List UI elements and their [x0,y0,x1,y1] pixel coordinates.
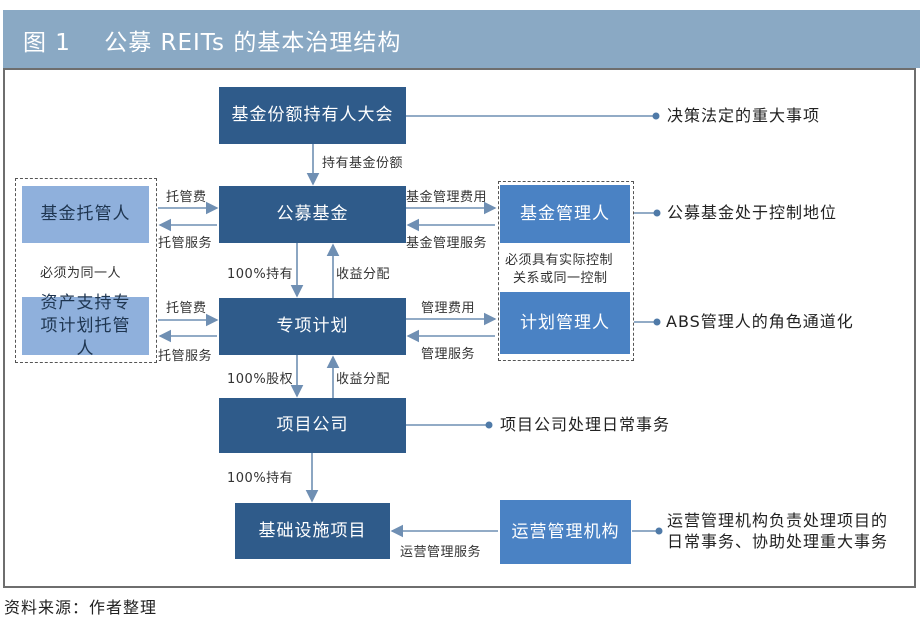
node-abs-custodian[interactable]: 资产支持专项计划托管人 [22,293,149,359]
node-public-fund[interactable]: 公募基金 [219,186,406,243]
label-custody-service-1: 托管服务 [158,236,213,251]
figure-title-bar: 图 1 公募 REITs 的基本治理结构 [3,10,920,68]
label-income-dist-a: 收益分配 [336,267,391,282]
note-same-person: 必须为同一人 [40,266,122,281]
node-special-plan[interactable]: 专项计划 [219,298,406,355]
node-operator[interactable]: 运营管理机构 [500,500,631,564]
manager-group [498,181,634,361]
label-income-dist-b: 收益分配 [336,372,391,387]
annotation-operator-line1: 运营管理机构负责处理项目的 [667,511,889,530]
node-fund-manager[interactable]: 基金管理人 [500,185,630,243]
label-custody-fee-1: 托管费 [166,190,207,205]
annotation-holders: 决策法定的重大事项 [667,106,821,125]
annotation-operator-line2: 日常事务、协助处理重大事务 [667,532,889,551]
note-control-line1: 必须具有实际控制 [505,253,614,268]
node-infrastructure[interactable]: 基础设施项目 [235,503,390,559]
node-project-company[interactable]: 项目公司 [219,398,406,453]
source-note: 资料来源：作者整理 [4,598,158,617]
label-ops-service: 运营管理服务 [400,545,482,560]
annotation-project-company: 项目公司处理日常事务 [500,415,671,434]
node-plan-manager[interactable]: 计划管理人 [500,292,630,354]
node-holders-meeting[interactable]: 基金份额持有人大会 [219,87,406,144]
custodian-group [15,178,157,363]
diagram-frame [3,68,916,588]
label-equity-100: 100%股权 [227,372,294,387]
label-mgmt-fee: 管理费用 [421,301,476,316]
note-control-line2: 关系或同一控制 [513,271,608,286]
annotation-fund-manager: 公募基金处于控制地位 [667,203,838,222]
node-fund-custodian[interactable]: 基金托管人 [22,186,149,243]
label-fund-mgmt-fee: 基金管理费用 [406,190,488,205]
label-custody-fee-2: 托管费 [166,301,207,316]
label-fund-mgmt-service: 基金管理服务 [406,236,488,251]
label-mgmt-service: 管理服务 [421,347,476,362]
label-custody-service-2: 托管服务 [158,349,213,364]
label-hold-100-b: 100%持有 [227,471,294,486]
label-hold-100-a: 100%持有 [227,267,294,282]
annotation-plan-manager: ABS管理人的角色通道化 [666,312,854,331]
figure-title: 图 1 公募 REITs 的基本治理结构 [23,30,402,56]
label-hold-shares: 持有基金份额 [322,156,404,171]
